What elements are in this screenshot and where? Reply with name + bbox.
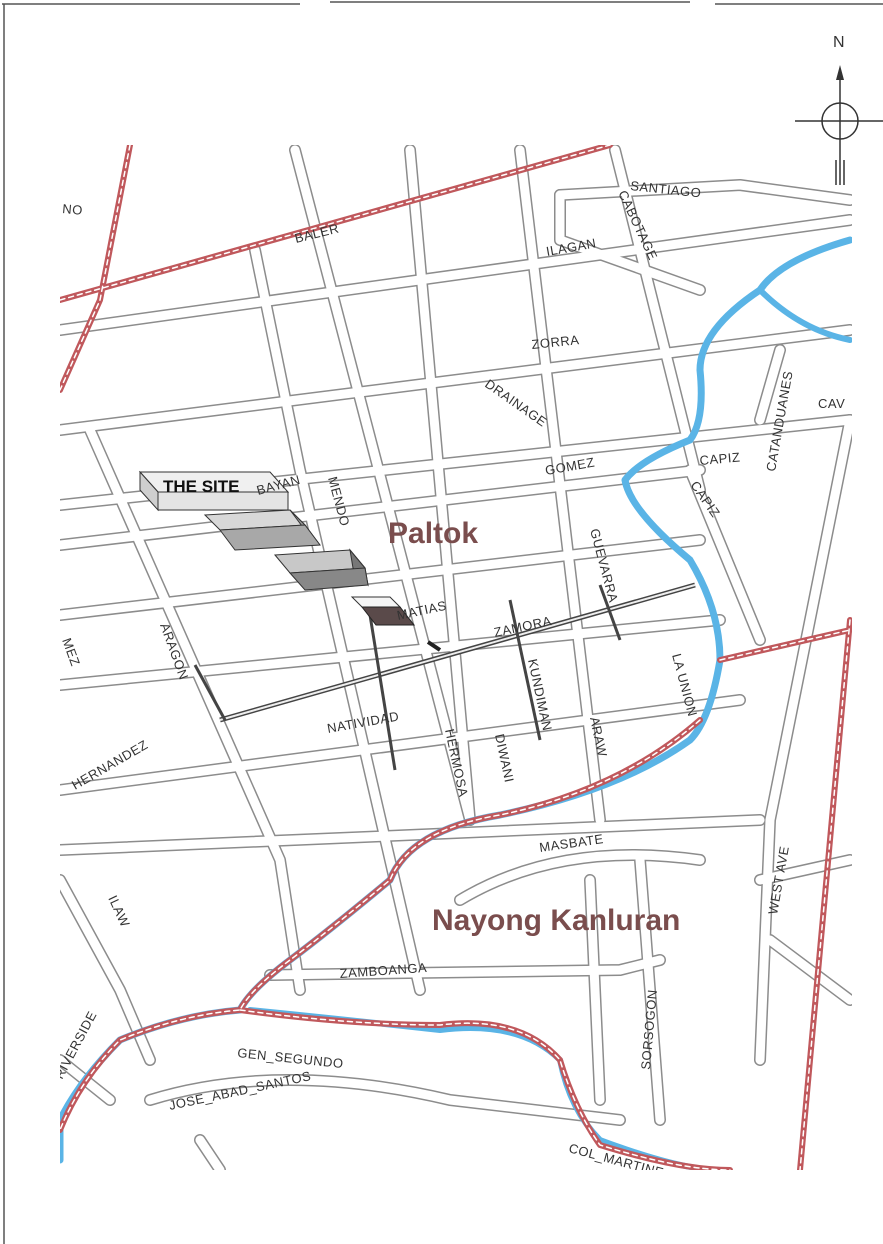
street-label-zorra: ZORRA bbox=[531, 332, 580, 352]
street-label-diwani: DIWANI bbox=[492, 733, 517, 785]
street-label-sorsogon: SORSOGON bbox=[638, 989, 660, 1071]
north-arrow: N bbox=[795, 34, 883, 185]
street-label-mendoza: MENDO bbox=[325, 475, 353, 528]
street-label-zamboanga: ZAMBOANGA bbox=[339, 960, 427, 981]
site-blocks bbox=[138, 470, 416, 626]
district-label-paltok: Paltok bbox=[388, 517, 478, 550]
district-label-nayong-kanluran: Nayong Kanluran bbox=[432, 904, 680, 937]
street-label-mez: MEZ bbox=[59, 636, 83, 668]
minor-roads bbox=[60, 145, 852, 1170]
street-label-guevarra: GUEVARRA bbox=[587, 527, 621, 604]
street-label-drainage: DRAINAGE bbox=[482, 376, 550, 430]
site-block-4 bbox=[350, 596, 416, 626]
rail-corridor bbox=[193, 582, 696, 771]
major-roads bbox=[60, 145, 852, 1170]
street-label-santiago: SANTIAGO bbox=[630, 178, 702, 200]
site-block-1 bbox=[138, 470, 290, 512]
street-label-no: NO bbox=[62, 201, 84, 218]
site-label: THE SITE bbox=[163, 477, 240, 496]
street-label-ilaw: ILAW bbox=[105, 893, 133, 930]
north-label: N bbox=[833, 34, 845, 51]
street-label-gen-segundo: GEN_SEGUNDO bbox=[237, 1045, 345, 1071]
site-block-2 bbox=[203, 509, 321, 551]
street-label-capiz-1: CAPIZ bbox=[699, 449, 741, 467]
site-block-3 bbox=[273, 548, 369, 591]
district-labels: Paltok Nayong Kanluran bbox=[388, 517, 680, 937]
street-label-cav: CAV bbox=[818, 396, 845, 411]
